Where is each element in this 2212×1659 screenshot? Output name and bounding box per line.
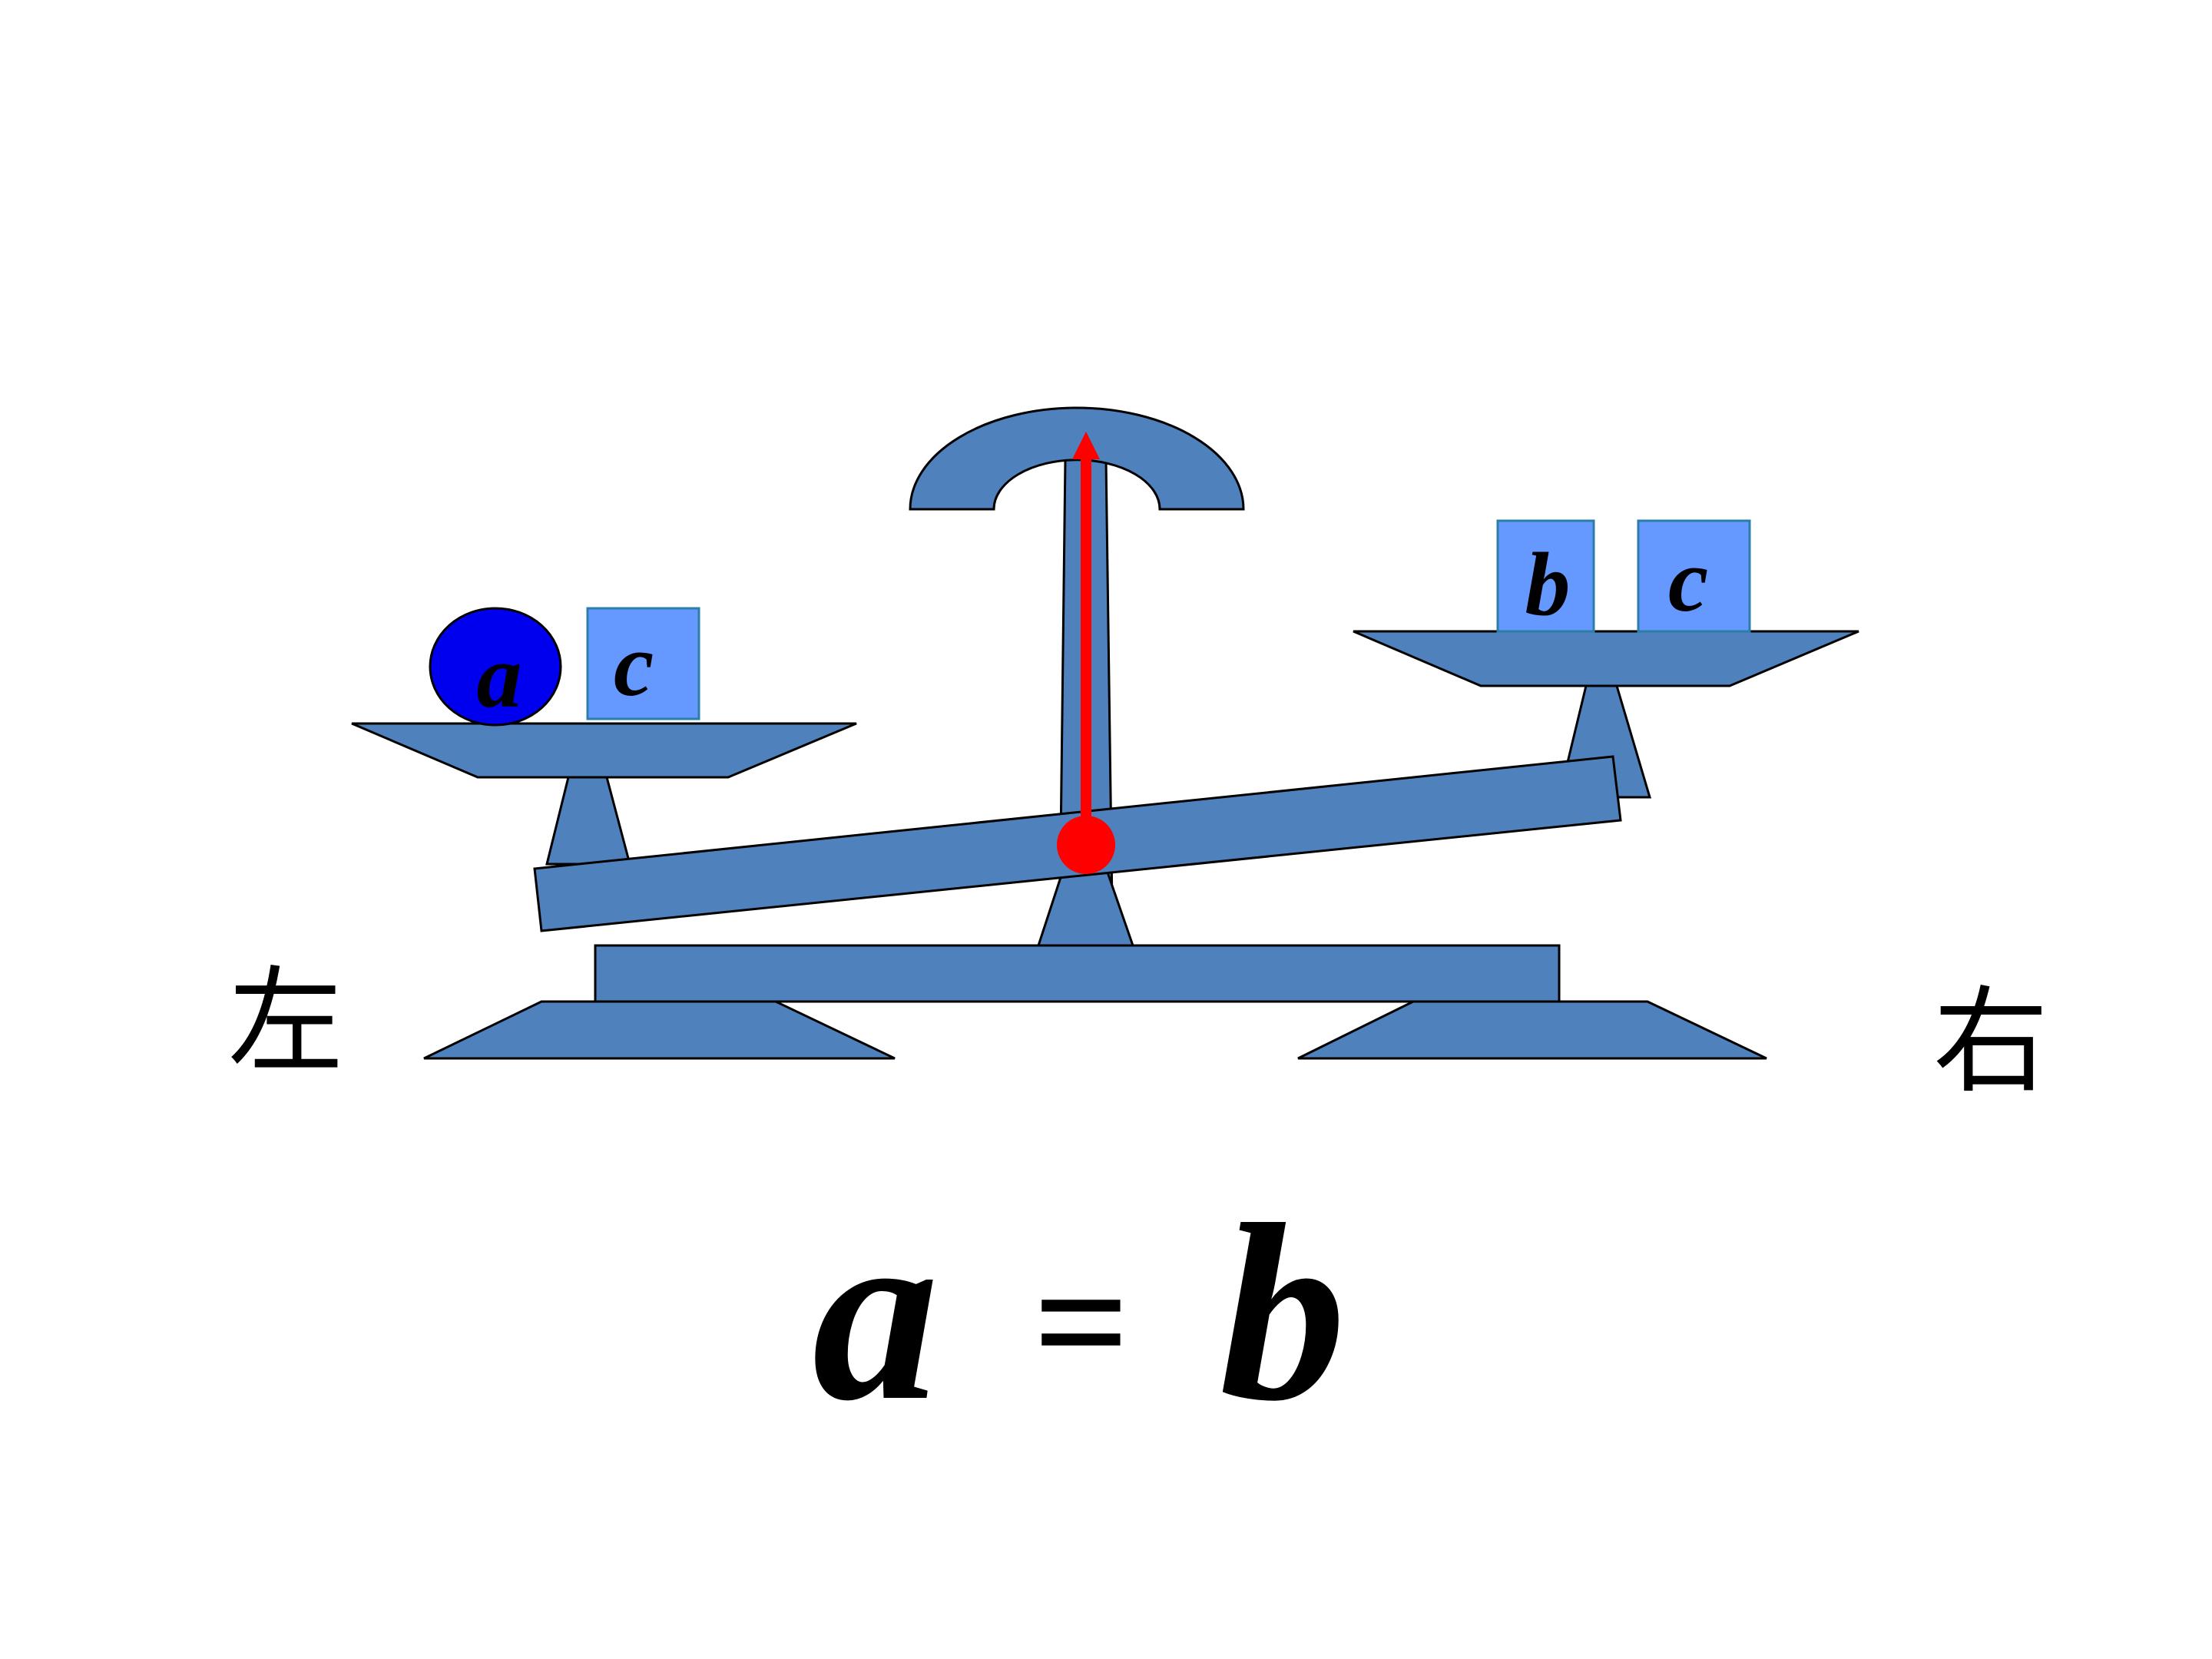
equation-operator: = [1033, 1228, 1129, 1416]
right-foot [1297, 1000, 1767, 1060]
pointer-arrowhead [1072, 432, 1100, 459]
pivot-dot [1057, 816, 1115, 874]
left-pan [351, 722, 857, 779]
right-block-c-label: c [1668, 530, 1708, 631]
right-pan [1353, 630, 1859, 687]
right-block-b [1496, 519, 1595, 633]
base-bar [594, 944, 1561, 1003]
right-side-label: 右 [1933, 975, 2048, 1109]
ball-a [429, 607, 562, 727]
right-block-c [1637, 519, 1751, 633]
equation-left-term: a [813, 1173, 939, 1453]
right-block-b-label: b [1525, 534, 1571, 634]
left-side-label: 左 [228, 955, 343, 1089]
left-pan-stem [545, 776, 631, 866]
ball-a-label: a [477, 626, 522, 727]
equation-right-term: b [1220, 1173, 1346, 1453]
left-foot [423, 1000, 896, 1060]
left-block-c [586, 607, 700, 720]
left-block-c-label: c [614, 614, 654, 715]
